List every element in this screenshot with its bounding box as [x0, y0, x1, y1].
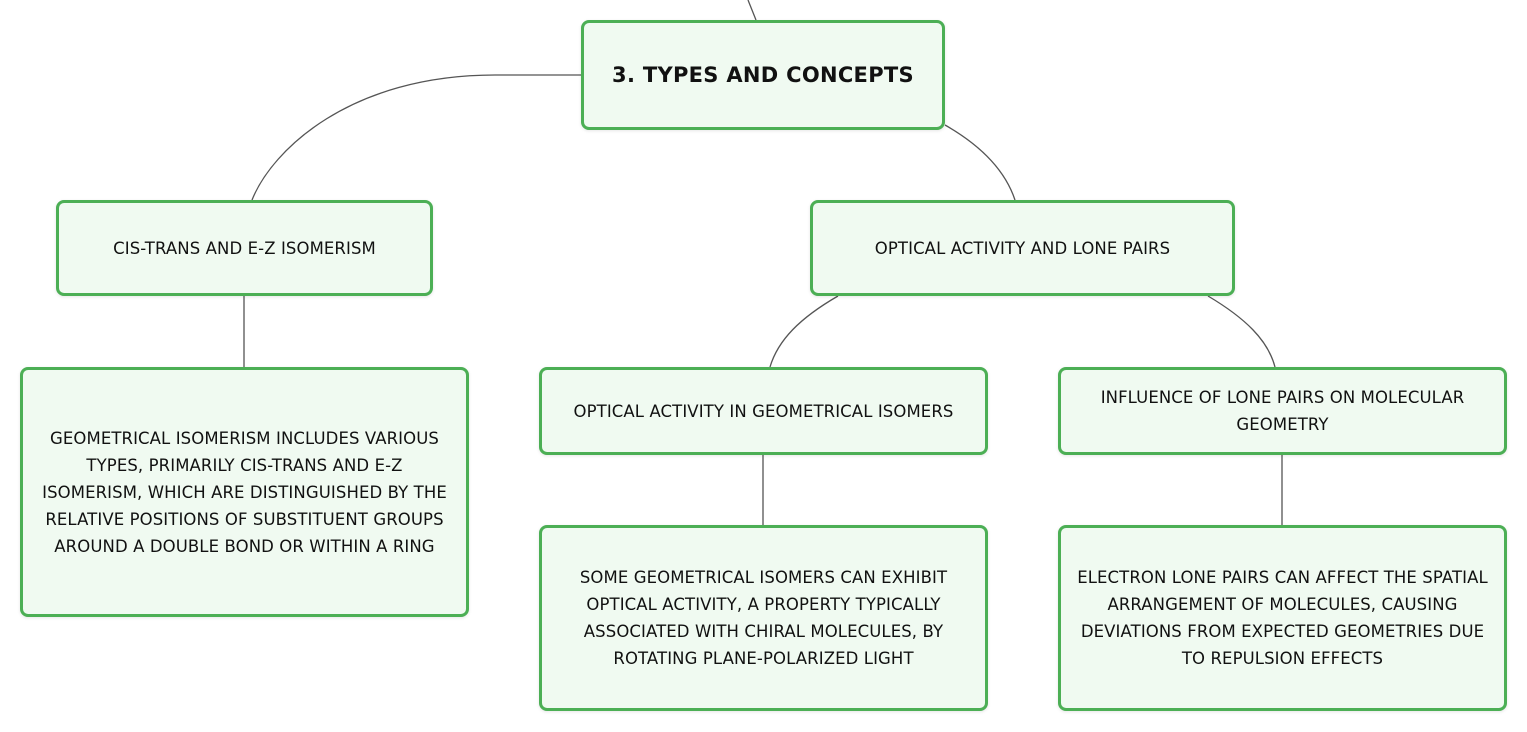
node-geometrical-isomerism-detail[interactable]: GEOMETRICAL ISOMERISM INCLUDES VARIOUS T…: [20, 367, 469, 617]
node-optical-activity-lone-pairs[interactable]: OPTICAL ACTIVITY AND LONE PAIRS: [810, 200, 1235, 296]
connector-optical-lone-pairs-to-lone-pairs-influence: [1207, 295, 1276, 368]
connector-root-to-optical-lone-pairs: [944, 124, 1016, 201]
node-optical-activity-geometrical-isomers[interactable]: OPTICAL ACTIVITY IN GEOMETRICAL ISOMERS: [539, 367, 988, 455]
connector-root-to-cis-trans: [251, 74, 581, 201]
node-cis-trans-e-z-isomerism[interactable]: CIS-TRANS AND E-Z ISOMERISM: [56, 200, 433, 296]
connector-parent-to-root: [747, 0, 757, 21]
root-node-types-and-concepts[interactable]: 3. TYPES AND CONCEPTS: [581, 20, 945, 130]
node-lone-pairs-detail[interactable]: ELECTRON LONE PAIRS CAN AFFECT THE SPATI…: [1058, 525, 1507, 711]
node-optical-activity-detail[interactable]: SOME GEOMETRICAL ISOMERS CAN EXHIBIT OPT…: [539, 525, 988, 711]
connector-optical-lone-pairs-to-optical-geometrical: [769, 295, 839, 368]
node-lone-pairs-influence[interactable]: INFLUENCE OF LONE PAIRS ON MOLECULAR GEO…: [1058, 367, 1507, 455]
